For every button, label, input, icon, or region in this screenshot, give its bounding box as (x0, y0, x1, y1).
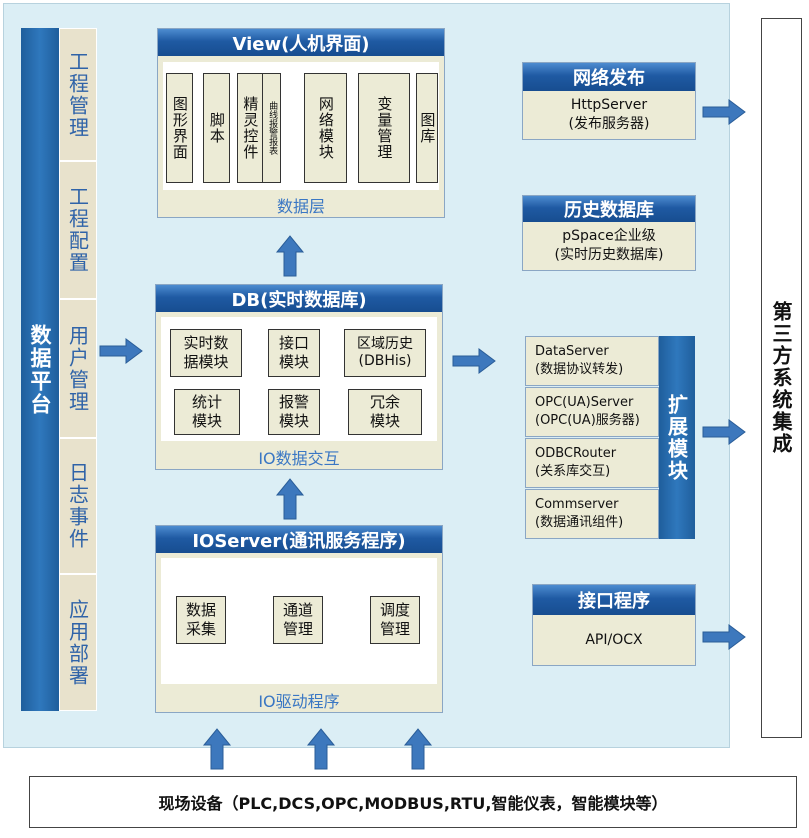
ioserver-panel: IOServer(通讯服务程序) 数据采集 通道管理 调度管理 IO驱动程序 (155, 525, 443, 713)
data-platform-bar: 数据平台 (21, 28, 59, 711)
web-publish-line2: (发布服务器) (568, 116, 650, 132)
history-db-line2: (实时历史数据库) (554, 247, 664, 263)
field-devices: 现场设备（PLC,DCS,OPC,MODBUS,RTU,智能仪表，智能模块等） (29, 776, 797, 828)
platform-item-user-management: 用户管理 (59, 299, 97, 438)
web-publish-title: 网络发布 (523, 63, 695, 91)
extension-modules-group: DataServer (数据协议转发) OPC(UA)Server (OPC(U… (525, 336, 695, 539)
db-to-extension-arrow (452, 348, 496, 374)
db-module-area-history: 区域历史(DBHis) (344, 329, 426, 377)
interface-to-thirdparty-arrow (702, 624, 746, 650)
ext-item-opcua-server: OPC(UA)Server (OPC(UA)服务器) (525, 387, 659, 437)
interface-program-title: 接口程序 (533, 585, 695, 615)
view-title: View(人机界面) (158, 29, 444, 56)
field-to-io-arrow-2 (307, 728, 335, 770)
view-module-variables: 变量管理 (358, 73, 410, 183)
io-module-scheduling: 调度管理 (370, 596, 420, 644)
db-to-view-arrow (276, 235, 304, 277)
third-party-integration: 第三方系统集成 (761, 18, 802, 738)
ext-item-odbc-router: ODBCRouter (关系库交互) (525, 438, 659, 488)
web-publish-panel: 网络发布 HttpServer (发布服务器) (522, 62, 696, 140)
history-db-panel: 历史数据库 pSpace企业级 (实时历史数据库) (522, 195, 696, 271)
extension-to-thirdparty-arrow (702, 419, 746, 445)
field-to-io-arrow-1 (203, 728, 231, 770)
ext-item-dataserver: DataServer (数据协议转发) (525, 336, 659, 386)
platform-item-project-management: 工程管理 (59, 28, 97, 161)
db-module-alarm: 报警模块 (268, 389, 320, 435)
ioserver-footer: IO驱动程序 (156, 688, 442, 712)
io-module-channel: 通道管理 (273, 596, 323, 644)
io-module-acquisition: 数据采集 (176, 596, 226, 644)
db-footer: IO数据交互 (156, 445, 442, 469)
view-panel: View(人机界面) 图形界面 脚本 精灵控件 曲线报警报表 网络模块 变量管理… (157, 28, 445, 218)
history-db-title: 历史数据库 (523, 196, 695, 222)
field-to-io-arrow-3 (404, 728, 432, 770)
db-module-redundancy: 冗余模块 (348, 389, 422, 435)
view-module-graphics: 图形界面 (166, 73, 193, 183)
data-platform-label: 数据平台 (28, 323, 52, 416)
db-module-statistics: 统计模块 (174, 389, 240, 435)
web-to-thirdparty-arrow (702, 99, 746, 125)
history-db-line1: pSpace企业级 (562, 228, 656, 245)
platform-to-db-arrow (99, 338, 143, 364)
view-module-network: 网络模块 (304, 73, 347, 183)
platform-item-log-events: 日志事件 (59, 438, 97, 574)
io-to-db-arrow (276, 478, 304, 520)
view-footer: 数据层 (158, 193, 444, 217)
web-publish-line1: HttpServer (570, 97, 648, 114)
platform-item-project-config: 工程配置 (59, 161, 97, 299)
history-db-body: pSpace企业级 (实时历史数据库) (523, 222, 695, 270)
extension-modules-label: 扩展模块 (659, 336, 695, 539)
web-publish-body: HttpServer (发布服务器) (523, 91, 695, 139)
ioserver-title: IOServer(通讯服务程序) (156, 526, 442, 553)
interface-program-body: API/OCX (585, 631, 643, 648)
platform-item-app-deploy: 应用部署 (59, 574, 97, 711)
db-module-realtime: 实时数据模块 (170, 329, 242, 377)
interface-program-panel: 接口程序 API/OCX (532, 584, 696, 666)
ext-item-commserver: Commserver (数据通讯组件) (525, 489, 659, 539)
view-module-script: 脚本 (203, 73, 230, 183)
view-module-gallery: 图库 (416, 73, 438, 183)
view-module-trend-alarm-report: 曲线报警报表 (262, 73, 281, 183)
db-panel: DB(实时数据库) 实时数据模块 接口模块 区域历史(DBHis) 统计模块 报… (155, 284, 443, 470)
db-title: DB(实时数据库) (156, 285, 442, 312)
db-module-interface: 接口模块 (268, 329, 320, 377)
